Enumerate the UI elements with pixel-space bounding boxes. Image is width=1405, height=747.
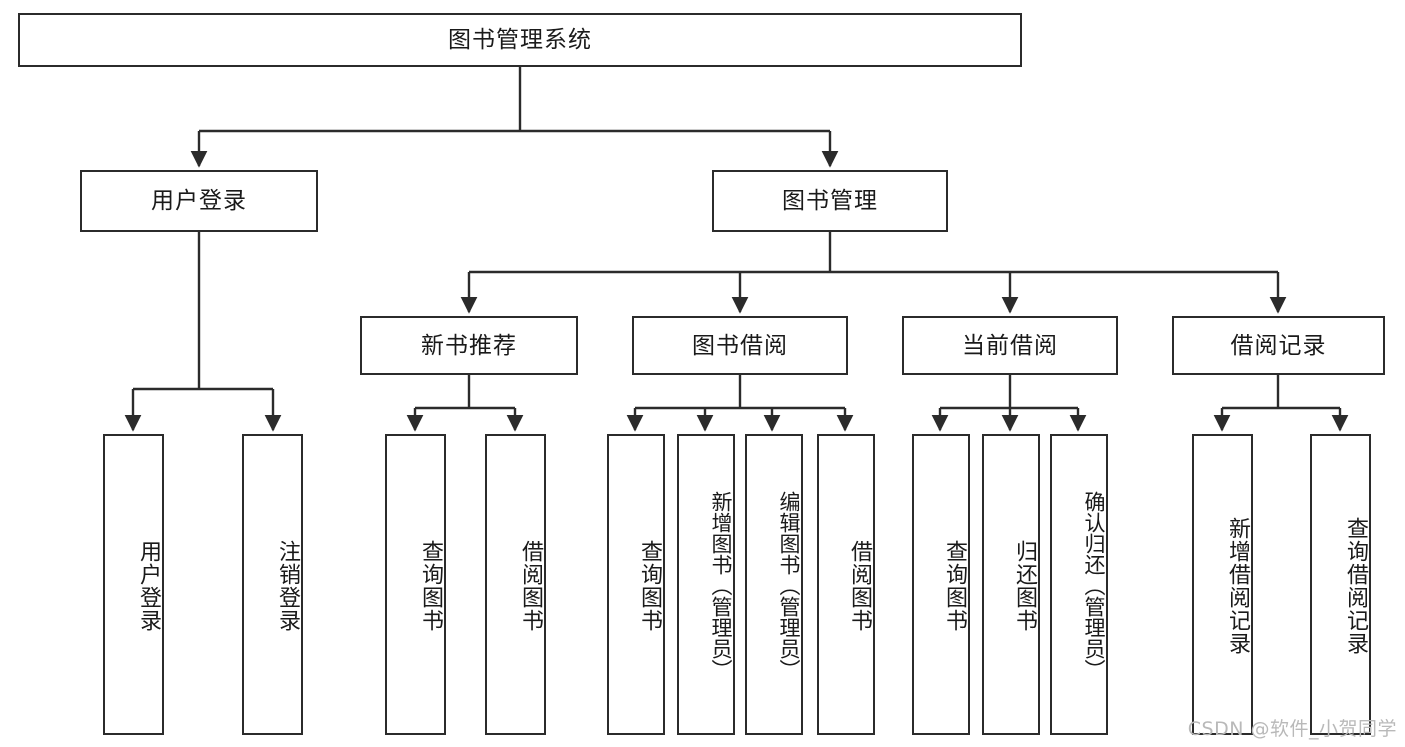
node-leaf-confirm-return[interactable]: 确认归还（管理员） [1050,434,1108,735]
node-leaf-borrow-book-2[interactable]: 借阅图书 [817,434,875,735]
node-current-borrow[interactable]: 当前借阅 [902,316,1118,375]
node-leaf-query-record-label: 查询借阅记录 [1344,516,1369,655]
node-root-label: 图书管理系统 [448,26,592,53]
node-user-login[interactable]: 用户登录 [80,170,318,232]
node-new-book-rec[interactable]: 新书推荐 [360,316,578,375]
node-leaf-query-book-1[interactable]: 查询图书 [385,434,446,735]
node-leaf-query-record[interactable]: 查询借阅记录 [1310,434,1371,735]
node-leaf-borrow-book-1-label: 借阅图书 [519,539,544,632]
node-leaf-query-book-2-label: 查询图书 [638,539,663,632]
node-leaf-add-record-label: 新增借阅记录 [1226,516,1251,655]
node-leaf-query-book-2[interactable]: 查询图书 [607,434,665,735]
node-leaf-return-book[interactable]: 归还图书 [982,434,1040,735]
node-leaf-logout-label: 注销登录 [276,539,301,632]
node-leaf-query-book-1-label: 查询图书 [419,539,444,632]
node-book-manage[interactable]: 图书管理 [712,170,948,232]
node-leaf-borrow-book-1[interactable]: 借阅图书 [485,434,546,735]
node-leaf-edit-book-label: 编辑图书（管理员） [777,490,800,680]
node-leaf-user-login[interactable]: 用户登录 [103,434,164,735]
node-book-manage-label: 图书管理 [782,187,878,214]
node-leaf-add-book[interactable]: 新增图书（管理员） [677,434,735,735]
node-leaf-query-book-3-label: 查询图书 [943,539,968,632]
node-leaf-query-book-3[interactable]: 查询图书 [912,434,970,735]
node-leaf-borrow-book-2-label: 借阅图书 [848,539,873,632]
node-leaf-confirm-return-label: 确认归还（管理员） [1082,490,1105,680]
node-root[interactable]: 图书管理系统 [18,13,1022,67]
node-user-login-label: 用户登录 [151,187,247,214]
node-leaf-add-record[interactable]: 新增借阅记录 [1192,434,1253,735]
node-new-book-rec-label: 新书推荐 [421,331,517,358]
watermark-text: CSDN @软件_小贺同学 [1187,718,1397,740]
node-borrow-record-label: 借阅记录 [1230,331,1327,358]
node-leaf-edit-book[interactable]: 编辑图书（管理员） [745,434,803,735]
node-leaf-user-login-label: 用户登录 [137,539,162,632]
node-book-borrow-label: 图书借阅 [692,331,788,358]
node-borrow-record[interactable]: 借阅记录 [1172,316,1385,375]
node-leaf-return-book-label: 归还图书 [1013,539,1038,632]
node-current-borrow-label: 当前借阅 [962,331,1058,358]
node-book-borrow[interactable]: 图书借阅 [632,316,848,375]
node-leaf-add-book-label: 新增图书（管理员） [709,490,732,680]
node-leaf-logout[interactable]: 注销登录 [242,434,303,735]
